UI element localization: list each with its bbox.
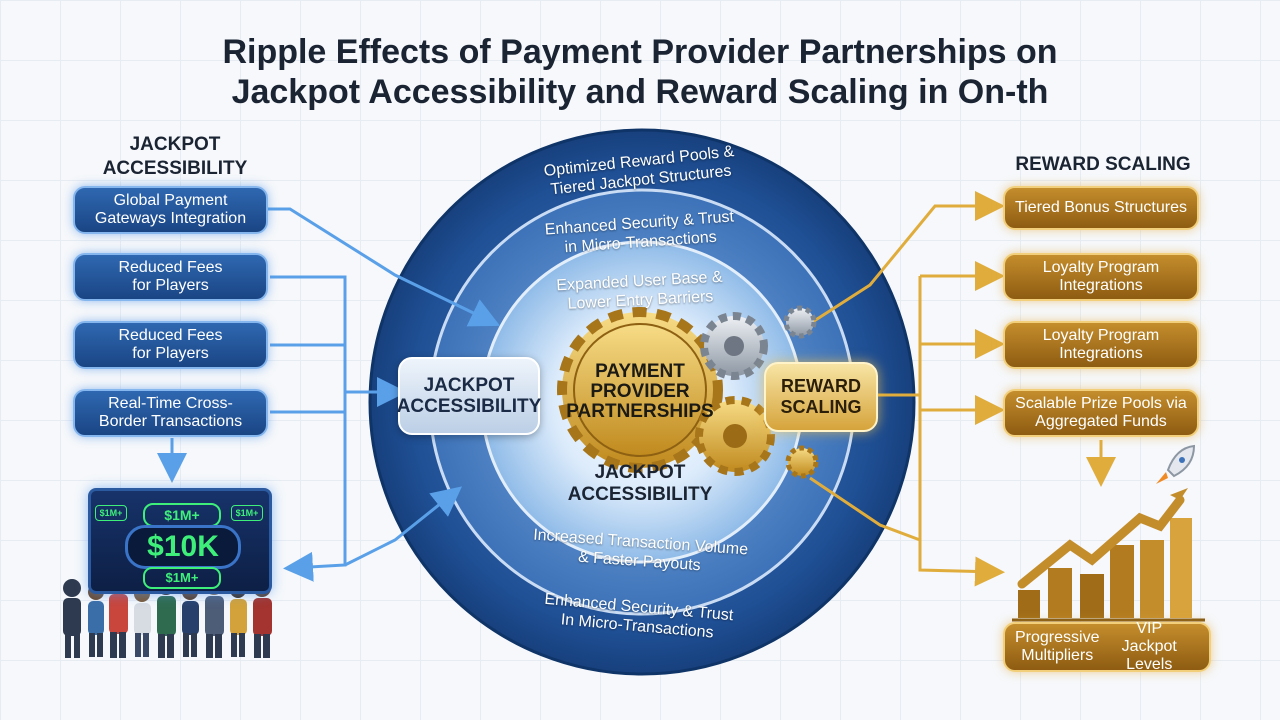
kiosk-side-tile-left: $1M+: [95, 505, 127, 521]
small-silver-gear: [783, 305, 817, 339]
left-box-3: Reduced Fees for Players: [73, 321, 268, 369]
jackpot-accessibility-plaque: JACKPOT ACCESSIBILITY: [396, 357, 542, 435]
gold-gear-small: [695, 396, 775, 476]
vip-jackpot-levels-label: VIP Jackpot Levels: [1121, 620, 1177, 673]
kiosk-top-amount: $1M+: [143, 503, 221, 527]
left-box-4: Real-Time Cross- Border Transactions: [73, 389, 268, 437]
right-box-3-label: Loyalty Program Integrations: [1042, 327, 1160, 362]
left-box-3-label: Reduced Fees for Players: [118, 327, 223, 362]
page-title-line-2: Jackpot Accessibility and Reward Scaling…: [231, 73, 1049, 111]
below-core-text: JACKPOT ACCESSIBILITY: [567, 462, 713, 505]
rocket-icon: [1156, 444, 1196, 484]
reward-scaling-plaque: REWARD SCALING: [764, 362, 878, 432]
small-gold-gear: [785, 445, 819, 479]
progressive-multipliers-label: Progressive Multipliers: [1015, 629, 1100, 664]
kiosk-main-amount: $10K: [125, 525, 241, 569]
reward-scaling-plaque-text: REWARD SCALING: [780, 376, 862, 417]
silver-gear: [700, 312, 768, 380]
right-bottom-box: Progressive Multipliers VIP Jackpot Leve…: [1003, 620, 1211, 673]
growth-bar-chart: [1012, 488, 1205, 622]
ring-label-top-inner-text: Expanded User Base & Lower Entry Barrier…: [556, 268, 723, 313]
left-box-1-label: Global Payment Gateways Integration: [94, 192, 247, 227]
right-section-heading: REWARD SCALING: [1008, 153, 1198, 177]
right-box-4: Scalable Prize Pools via Aggregated Fund…: [1003, 389, 1199, 437]
right-box-4-label: Scalable Prize Pools via Aggregated Fund…: [1015, 395, 1187, 430]
kiosk-side-tile-right: $1M+: [231, 505, 263, 521]
gold-gear-large: [557, 307, 723, 473]
jackpot-display-screen: $1M+ $10K $1M+ $1M+ $1M+: [88, 488, 272, 594]
left-section-heading: JACKPOT ACCESSIBILITY: [80, 133, 270, 181]
right-box-1: Tiered Bonus Structures: [1003, 186, 1199, 230]
right-box-2: Loyalty Program Integrations: [1003, 253, 1199, 301]
right-box-3: Loyalty Program Integrations: [1003, 321, 1199, 369]
left-heading-text: JACKPOT ACCESSIBILITY: [102, 134, 248, 179]
jackpot-accessibility-plaque-text: JACKPOT ACCESSIBILITY: [396, 375, 542, 417]
core-partnerships-label: PAYMENT PROVIDER PARTNERSHIPS: [560, 362, 720, 422]
left-box-1: Global Payment Gateways Integration: [73, 186, 268, 234]
kiosk-bottom-amount: $1M+: [143, 567, 221, 589]
core-partnerships-text: PAYMENT PROVIDER PARTNERSHIPS: [566, 361, 714, 422]
right-heading-text: REWARD SCALING: [1015, 154, 1191, 175]
left-box-2: Reduced Fees for Players: [73, 253, 268, 301]
right-box-2-label: Loyalty Program Integrations: [1042, 259, 1160, 294]
left-box-4-label: Real-Time Cross- Border Transactions: [98, 395, 243, 430]
page-title-line-1: Ripple Effects of Payment Provider Partn…: [222, 33, 1058, 71]
right-box-1-label: Tiered Bonus Structures: [1015, 199, 1187, 216]
below-core-label: JACKPOT ACCESSIBILITY: [550, 462, 730, 506]
left-box-2-label: Reduced Fees for Players: [118, 259, 223, 294]
